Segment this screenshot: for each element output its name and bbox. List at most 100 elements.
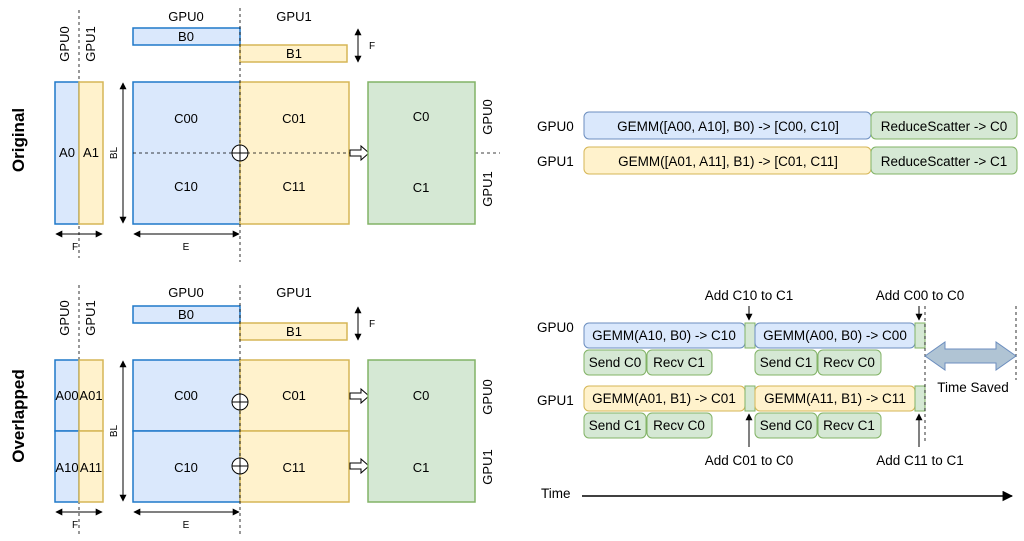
timeline-gpu0-gemm2-label: GEMM(A00, B0) -> C00 [763,328,907,343]
timeline-overlapped: Add C10 to C1 Add C00 to C0 GPU0 GPU1 GE… [537,288,1017,502]
overlapped-b1-block [239,322,348,341]
timeline-gpu1-send-label: Send C1 [589,418,642,433]
original-f-bottom-label: F [72,242,78,253]
timeline-gpu1-gemm1-label: GEMM(A01, B1) -> C01 [592,391,736,406]
timeline-gpu0-recv2-label: Recv C0 [823,355,875,370]
original-reduce-arrow-icon [349,144,370,162]
overlapped-reduce-arrow-top-icon [349,387,370,405]
original-b0-label: B0 [178,29,194,44]
overlapped-section: Overlapped GPU0 GPU1 A00 A01 A10 A11 F B… [9,285,495,536]
time-saved-label: Time Saved [937,380,1009,395]
timeline-overlapped-gpu1-label: GPU1 [537,393,574,408]
overlapped-gpu1-side-label: GPU1 [480,449,495,484]
overlapped-b0-block [132,305,241,324]
timeline-add-c11-c1-label: Add C11 to C1 [876,453,964,468]
original-c11-label: C11 [283,179,306,194]
timeline-gpu1-recv2-label: Recv C1 [823,418,875,433]
original-f-right-label: F [369,41,375,52]
overlapped-a10-label: A10 [55,460,78,475]
timeline-gpu0-recv2 [817,349,882,376]
timeline-original-gpu0-gemm-label: GEMM([A00, A10], B0) -> [C00, C10] [617,119,839,134]
original-b0-block [132,27,241,46]
original-c0-label: C0 [413,109,430,124]
overlapped-a00-block [54,359,80,432]
original-c-output-block [367,81,476,225]
timeline-add-c00-c0-label: Add C00 to C0 [876,288,965,303]
overlapped-e-bottom-label: E [183,520,190,531]
overlapped-sum-icon-bottom [231,457,249,475]
timeline-original-gpu1-rs [870,146,1018,175]
original-c10-label: C10 [174,179,198,194]
overlapped-c1-label: C1 [413,460,430,475]
original-c-gpu0-block [132,81,241,225]
original-bl-label: BL [109,146,120,159]
original-gpu0-side-label: GPU0 [480,99,495,134]
overlapped-a00-label: A00 [55,388,78,403]
overlapped-c00-label: C00 [174,388,198,403]
overlapped-c01-block [239,359,350,432]
timeline-gpu1-recv-label: Recv C0 [653,418,705,433]
overlapped-a11-block [78,430,104,503]
overlapped-gpu1-top-label: GPU1 [276,285,311,300]
overlapped-sum-icon-top [231,393,249,411]
timeline-gpu0-recv [646,349,713,376]
original-c01-label: C01 [282,111,306,126]
overlapped-c00-block [132,359,241,432]
timeline-gpu0-add2 [914,322,926,349]
original-a0-block [54,81,80,225]
timeline-gpu0-gemm1-label: GEMM(A10, B0) -> C10 [592,328,736,343]
timeline-gpu0-send2 [754,349,818,376]
overlapped-f-bottom-label: F [72,520,78,531]
overlapped-b0-label: B0 [178,307,194,322]
timeline-add-c10-c1-label: Add C10 to C1 [705,288,794,303]
original-gpu0-col-label: GPU0 [57,26,72,61]
timeline-gpu0-recv-label: Recv C1 [653,355,705,370]
overlapped-gpu0-top-label: GPU0 [168,285,203,300]
original-a0-label: A0 [59,145,75,160]
overlapped-section-label: Overlapped [9,369,28,463]
original-e-bottom-label: E [183,242,190,253]
original-sum-icon [231,144,249,162]
overlapped-c11-block [239,430,350,503]
timeline-gpu1-send [583,412,647,439]
original-c-gpu1-block [239,81,350,225]
timeline-original-gpu1-rs-label: ReduceScatter -> C1 [881,154,1007,169]
overlapped-a10-block [54,430,80,503]
overlapped-c11-label: C11 [283,460,306,475]
overlapped-bl-label: BL [109,424,120,437]
original-c00-label: C00 [174,111,198,126]
timeline-original: GPU0 GPU1 GEMM([A00, A10], B0) -> [C00, … [537,111,1018,175]
overlapped-c0-label: C0 [413,388,430,403]
original-c1-label: C1 [413,180,430,195]
timeline-gpu1-gemm2-label: GEMM(A11, B1) -> C11 [764,391,906,406]
timeline-overlapped-gpu0-label: GPU0 [537,320,574,335]
timeline-gpu0-send-label: Send C0 [589,355,642,370]
overlapped-a01-label: A01 [79,388,102,403]
original-section-label: Original [9,108,28,172]
timeline-original-gpu1-label: GPU1 [537,154,574,169]
timeline-gpu1-send2-label: Send C0 [760,418,813,433]
timeline-add-c01-c0-label: Add C01 to C0 [705,453,794,468]
timeline-gpu1-send2 [754,412,818,439]
overlapped-c-output-block [367,359,476,503]
overlapped-f-right-label: F [369,319,375,330]
original-gpu1-col-label: GPU1 [83,26,98,61]
overlapped-c10-label: C10 [174,460,198,475]
original-b1-block [239,44,348,63]
original-gpu1-side-label: GPU1 [480,171,495,206]
overlapped-gpu0-col-label: GPU0 [57,300,72,335]
time-axis-label: Time [541,486,571,501]
timeline-gpu1-recv [646,412,713,439]
timeline-gpu0-send2-label: Send C1 [760,355,813,370]
overlapped-a11-label: A11 [80,460,102,475]
timeline-original-gpu0-label: GPU0 [537,119,574,134]
time-saved-double-arrow-icon [924,341,1017,371]
overlapped-b1-label: B1 [286,324,302,339]
overlapped-gpu1-col-label: GPU1 [83,300,98,335]
original-a1-block [78,81,104,225]
overlapped-reduce-arrow-bottom-icon [349,457,370,475]
overlapped-c01-label: C01 [282,388,306,403]
timeline-gpu1-add1 [744,385,756,412]
timeline-original-gpu0-rs [870,111,1018,140]
